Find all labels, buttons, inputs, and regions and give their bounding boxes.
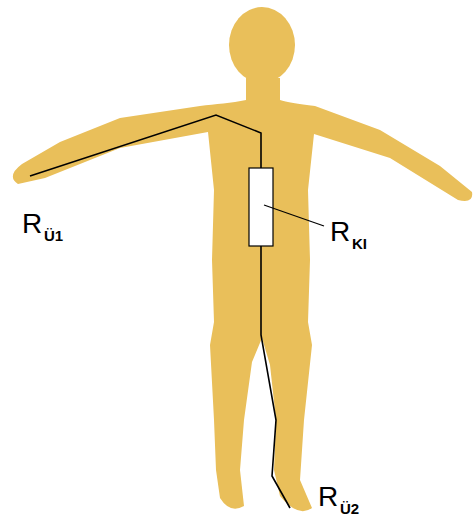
resistance-subscript: Ü1 [44,228,63,243]
leader-line [264,205,324,226]
resistance-subscript: KI [352,236,367,251]
resistance-symbol-letter: R [22,210,42,238]
current-path-wire [261,246,290,508]
head-silhouette [229,7,295,83]
current-path-wire [30,115,261,176]
resistance-subscript: Ü2 [340,501,359,516]
resistance-symbol-letter: R [318,483,338,511]
body-silhouette [13,78,472,511]
resistance-symbol-letter: R [330,218,350,246]
